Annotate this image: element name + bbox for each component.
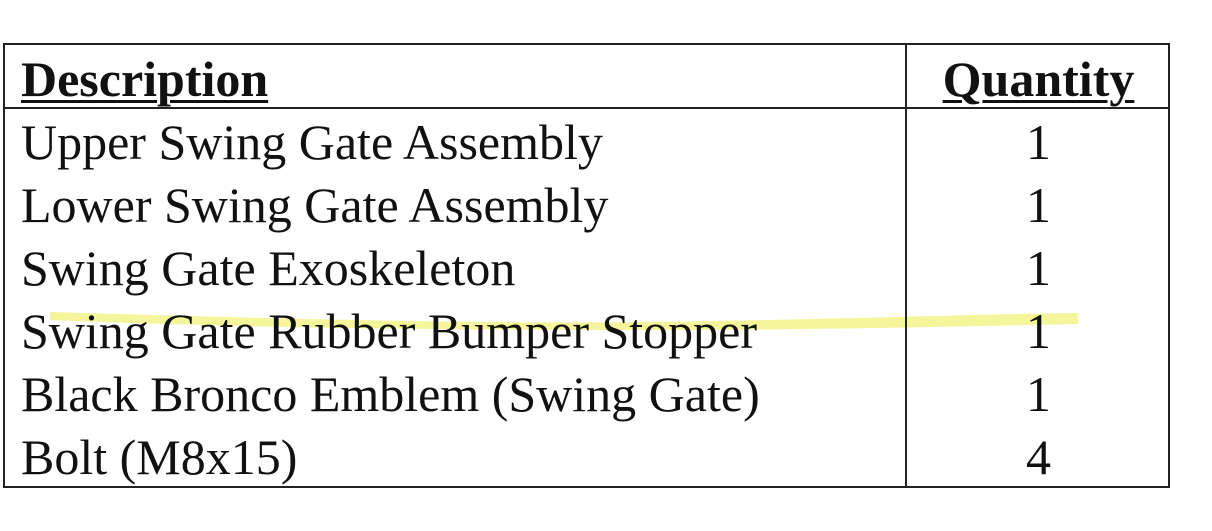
- row-quantity: 1: [1026, 303, 1051, 359]
- table-row: Swing Gate Rubber Bumper Stopper 1: [5, 300, 1168, 363]
- row-quantity: 1: [1026, 177, 1051, 233]
- table-row: Upper Swing Gate Assembly 1: [5, 111, 1168, 174]
- row-quantity: 1: [1026, 240, 1051, 296]
- row-description: Swing Gate Exoskeleton: [21, 240, 516, 296]
- column-divider: [905, 45, 907, 486]
- row-description: Black Bronco Emblem (Swing Gate): [21, 366, 760, 422]
- row-quantity: 4: [1026, 429, 1051, 485]
- table-row: Lower Swing Gate Assembly 1: [5, 174, 1168, 237]
- row-description: Bolt (M8x15): [21, 429, 298, 485]
- table-body: Upper Swing Gate Assembly 1 Lower Swing …: [5, 111, 1168, 489]
- header-quantity: Quantity: [942, 51, 1135, 107]
- header-description: Description: [21, 51, 269, 107]
- header-rule: [5, 107, 1168, 109]
- row-description: Lower Swing Gate Assembly: [21, 177, 609, 233]
- table-row: Black Bronco Emblem (Swing Gate) 1: [5, 363, 1168, 426]
- table-row: Swing Gate Exoskeleton 1: [5, 237, 1168, 300]
- row-description: Swing Gate Rubber Bumper Stopper: [21, 303, 758, 359]
- row-quantity: 1: [1026, 366, 1051, 422]
- table-row: Bolt (M8x15) 4: [5, 426, 1168, 489]
- row-quantity: 1: [1026, 114, 1051, 170]
- row-description: Upper Swing Gate Assembly: [21, 114, 603, 170]
- parts-table: Description Quantity Upper Swing Gate As…: [3, 43, 1170, 488]
